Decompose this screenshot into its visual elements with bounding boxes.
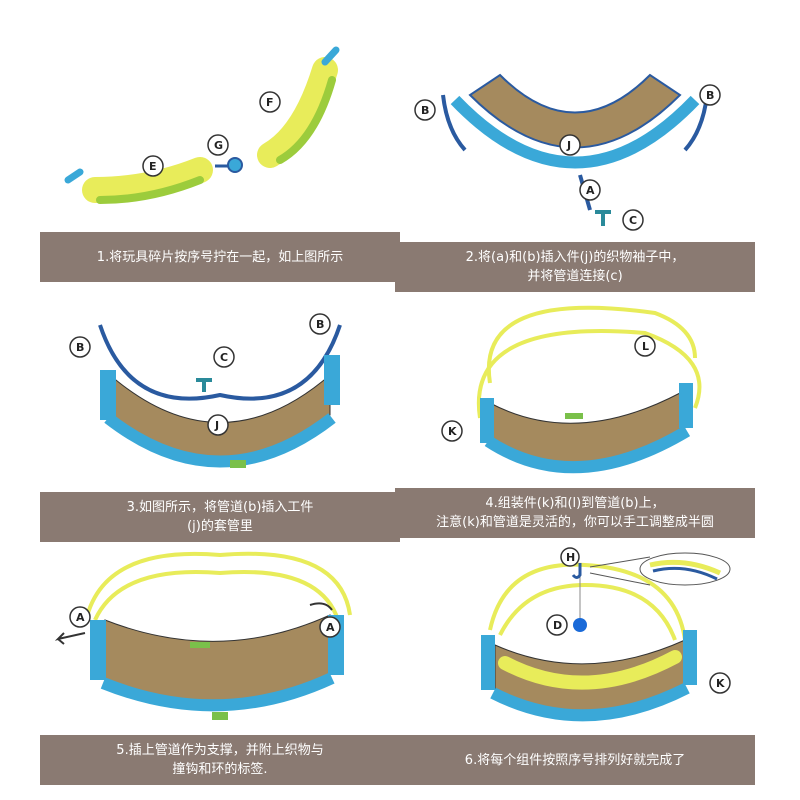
pipe-b-arc (98, 324, 342, 401)
connector-g (215, 157, 243, 173)
svg-text:K: K (716, 677, 725, 690)
step-6-illustration: H D K (481, 547, 731, 722)
svg-text:J: J (214, 419, 219, 432)
label-b-left: B (69, 336, 91, 358)
yellow-tube-assembled (498, 650, 682, 690)
step-2-caption-line1: 2.将(a)和(b)插入件(j)的织物袖子中， (465, 250, 685, 265)
support-tube-outer (83, 551, 352, 626)
label-f: F (259, 91, 281, 113)
step-5-caption-line2: 撞钩和环的标签. (172, 762, 268, 777)
hanging-ball-d (573, 618, 587, 632)
svg-text:H: H (566, 551, 575, 564)
step-5-caption: 5.插上管道作为支撑，并附上织物与 撞钩和环的标签. (40, 735, 400, 785)
step-4-panel: L K 4.组装件(k)和(l)到管道(b)上， 注意(k)和管道是灵活的，你可… (395, 298, 755, 543)
svg-text:B: B (706, 89, 714, 102)
fabric-piece-j (90, 614, 344, 720)
connector-c (196, 378, 212, 392)
step-3-caption-line1: 3.如图所示，将管道(b)插入工件 (126, 500, 314, 515)
label-b-right: B (309, 313, 331, 335)
label-k: K (709, 672, 731, 694)
svg-text:L: L (642, 340, 649, 353)
step-5-caption-line1: 5.插上管道作为支撑，并附上织物与 (116, 743, 324, 758)
connector-c (595, 210, 611, 226)
tube-k (476, 329, 702, 419)
svg-text:C: C (629, 214, 637, 227)
svg-text:G: G (214, 139, 223, 152)
step-1-illustration: E G F (64, 46, 340, 204)
fabric-piece-j (450, 73, 700, 169)
svg-text:B: B (421, 104, 429, 117)
svg-text:A: A (586, 184, 595, 197)
label-d: D (546, 614, 568, 636)
label-e: E (142, 155, 164, 177)
fabric-piece-j (100, 355, 340, 468)
label-k: K (441, 420, 463, 442)
hook-h (571, 563, 582, 579)
label-c: C (213, 346, 235, 368)
step-1-caption: 1.将玩具碎片按序号拧在一起，如上图所示 (40, 232, 400, 282)
label-b-left: B (414, 99, 436, 121)
step-2-panel: B B J A C 2.将(a)和(b)插入件(j)的织物袖子中， 并将管道连接… (395, 50, 755, 295)
step-3-illustration: B B C J (69, 313, 342, 468)
step-3-caption: 3.如图所示，将管道(b)插入工件 (j)的套管里 (40, 492, 400, 542)
support-tube-outer (488, 562, 687, 641)
svg-text:C: C (220, 351, 228, 364)
svg-text:K: K (448, 425, 457, 438)
step-4-caption: 4.组装件(k)和(l)到管道(b)上， 注意(k)和管道是灵活的，你可以手工调… (395, 488, 755, 538)
step-6-panel: H D K 6.将每个组件按照序号排列好就完成了 (395, 545, 755, 790)
svg-text:B: B (76, 341, 84, 354)
svg-text:J: J (566, 139, 571, 152)
step-4-caption-line2: 注意(k)和管道是灵活的，你可以手工调整成半圆 (436, 515, 714, 530)
label-c: C (622, 209, 644, 231)
label-a-right: A (319, 616, 341, 638)
support-tube-inner (498, 582, 677, 641)
svg-text:F: F (266, 96, 274, 109)
svg-text:D: D (553, 619, 562, 632)
step-1-panel: E G F 1.将玩具碎片按序号拧在一起，如上图所示 (40, 40, 400, 285)
step-3-panel: B B C J 3.如图所示，将管道(b)插入工件 (j)的套管里 (40, 300, 400, 545)
svg-text:A: A (76, 611, 85, 624)
svg-text:A: A (326, 621, 335, 634)
step-3-caption-line2: (j)的套管里 (187, 519, 253, 534)
step-4-caption-line1: 4.组装件(k)和(l)到管道(b)上， (485, 496, 665, 511)
label-a-left: A (69, 606, 91, 628)
pipe-b-left (441, 94, 467, 152)
step-2-illustration: B B J A C (414, 73, 721, 231)
step-2-caption-line2: 并将管道连接(c) (527, 269, 623, 284)
label-h: H (560, 547, 580, 567)
arrow-right (309, 602, 333, 611)
fabric-piece-j (480, 383, 693, 474)
support-tube-inner (93, 570, 340, 621)
step-4-illustration: L K (441, 305, 702, 474)
label-b-right: B (699, 84, 721, 106)
label-j: J (207, 414, 229, 436)
tube-piece-e (64, 157, 213, 204)
step-6-caption: 6.将每个组件按照序号排列好就完成了 (395, 735, 755, 785)
step-5-illustration: A A (54, 551, 352, 720)
callout-line-2 (589, 572, 651, 586)
step-1-caption-line1: 1.将玩具碎片按序号拧在一起，如上图所示 (96, 249, 344, 265)
detail-callout (639, 552, 731, 586)
label-a: A (579, 179, 601, 201)
callout-line (589, 556, 651, 568)
step-6-caption-line1: 6.将每个组件按照序号排列好就完成了 (464, 752, 686, 768)
label-j: J (559, 134, 581, 156)
svg-text:E: E (149, 160, 157, 173)
label-l: L (634, 335, 656, 357)
step-2-caption: 2.将(a)和(b)插入件(j)的织物袖子中， 并将管道连接(c) (395, 242, 755, 292)
arrow-left (54, 632, 86, 645)
svg-text:B: B (316, 318, 324, 331)
label-g: G (207, 134, 229, 156)
step-5-panel: A A 5.插上管道作为支撑，并附上织物与 撞钩和环的标签. (40, 545, 400, 790)
tube-piece-f (257, 46, 340, 168)
tube-l (486, 305, 697, 384)
